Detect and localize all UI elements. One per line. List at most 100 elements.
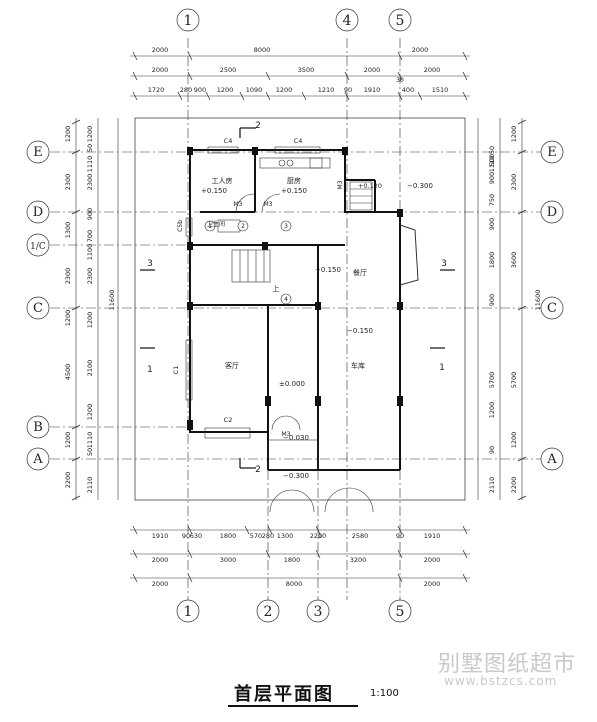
dimension-label: 220 xyxy=(310,532,322,540)
dimension-label: 90 xyxy=(182,532,190,540)
grid-label-x: 4 xyxy=(343,13,352,29)
room-label: 餐厅 xyxy=(353,268,367,277)
dimension-label: 1200 xyxy=(64,432,72,449)
dimension-label: 1200 xyxy=(86,404,94,421)
section-label: 1 xyxy=(439,363,445,373)
dimension-label: 50 xyxy=(488,146,496,154)
dimension-label: 90 xyxy=(344,86,352,94)
stair-up-label: 上 xyxy=(273,284,280,293)
dimension-label: 1720 xyxy=(148,86,165,94)
section-label: 3 xyxy=(441,259,447,269)
dimension-label: 90 xyxy=(396,532,404,540)
windows xyxy=(185,146,321,439)
section-label: 1 xyxy=(147,365,153,375)
room-label: 厨房 xyxy=(287,176,301,185)
dimension-label: 2110 xyxy=(86,477,94,494)
kitchen-fixtures xyxy=(259,157,331,169)
dimension-label: 2000 xyxy=(424,556,441,564)
dimension-label: 2580 xyxy=(352,532,369,540)
dimension-label: 3200 xyxy=(350,556,367,564)
dimension-label: 2300 xyxy=(64,268,72,285)
axis-lines xyxy=(50,38,545,600)
door-tag: M3 xyxy=(264,201,273,208)
room-label: 工人房 xyxy=(212,176,233,185)
dimension-label: 900 xyxy=(488,172,496,184)
grid-label-y: E xyxy=(33,145,43,160)
dimension-label: 900 xyxy=(194,86,206,94)
grid-label-y: B xyxy=(33,420,43,435)
dimension-label: 11600 xyxy=(108,290,116,311)
dimension-label: 1100 xyxy=(86,244,94,261)
dimension-label: 900 xyxy=(86,208,94,220)
dimension-label: 1110 xyxy=(86,156,94,173)
room-label: 车库 xyxy=(351,361,365,370)
dimension-label: 1210 xyxy=(318,86,335,94)
dimension-label: 3600 xyxy=(510,252,518,269)
dimension-label: 10 xyxy=(318,532,326,540)
door-tag-number: 1 xyxy=(208,223,212,230)
dimension-label: 2300 xyxy=(510,174,518,191)
grid-label-y: D xyxy=(33,205,43,220)
grid-label-x: 3 xyxy=(314,604,323,620)
dimension-label: 1200 xyxy=(510,126,518,143)
dimension-label: 1200 xyxy=(217,86,234,94)
dimension-label: 11600 xyxy=(534,290,542,311)
dimension-label: 400 xyxy=(402,86,414,94)
dimension-label: 700 xyxy=(86,230,94,242)
grid-label-y: A xyxy=(32,452,43,467)
entry-porch xyxy=(267,439,319,471)
grid-label-x: 5 xyxy=(396,13,405,29)
dimension-label: 2000 xyxy=(412,46,429,54)
grid-label-x: 2 xyxy=(264,604,273,620)
dimension-label: 1910 xyxy=(152,532,169,540)
dimension-label: 1200 xyxy=(488,402,496,419)
dimension-label: 1200 xyxy=(510,432,518,449)
dimension-label: 900 xyxy=(488,294,496,306)
dimension-label: 8000 xyxy=(254,46,271,54)
dimension-label: 2200 xyxy=(510,477,518,494)
dimension-label: 2000 xyxy=(424,580,441,588)
grid-label-y: A xyxy=(546,452,557,467)
bay-window xyxy=(399,224,419,286)
dimension-label: 1800 xyxy=(488,252,496,269)
grid-label-x: 5 xyxy=(396,604,405,620)
grid-label-y: E xyxy=(547,145,557,160)
dimension-label: 750 xyxy=(488,194,496,206)
dimension-label: 2200 xyxy=(64,472,72,489)
grid-label-y: C xyxy=(547,301,557,316)
grid-label-x: 1 xyxy=(184,13,193,29)
dimension-lines xyxy=(75,55,523,579)
dimension-label: 5700 xyxy=(488,372,496,389)
drawing-title: 首层平面图 xyxy=(234,684,334,705)
dimension-label: 30 xyxy=(396,77,404,84)
level-label: +0.150 xyxy=(315,266,341,274)
door-tag: M3 xyxy=(337,180,344,189)
stairs xyxy=(231,181,373,283)
dimension-label: 1910 xyxy=(424,532,441,540)
dimension-label: 500 xyxy=(488,154,496,166)
dimension-label: 8000 xyxy=(286,580,303,588)
dimension-label: 1110 xyxy=(488,156,496,173)
door-tag-number: 2 xyxy=(241,223,245,230)
drawing-scale: 1:100 xyxy=(370,688,399,699)
dimension-label: 90 xyxy=(488,446,496,454)
level-label: −0.300 xyxy=(407,182,433,190)
dimension-label: 3500 xyxy=(298,66,315,74)
window-tag: C5b xyxy=(177,220,184,232)
dimension-label: 280 xyxy=(180,86,192,94)
door-tag-number: 3 xyxy=(284,223,288,230)
section-marks xyxy=(140,127,455,469)
level-label: −0.300 xyxy=(283,472,309,480)
dimension-label: 2300 xyxy=(64,174,72,191)
dimension-label: 1910 xyxy=(364,86,381,94)
dimension-label: 5700 xyxy=(510,372,518,389)
columns xyxy=(187,147,403,430)
dimension-label: 280 xyxy=(262,532,274,540)
dimension-label: 900 xyxy=(488,218,496,230)
section-label: 3 xyxy=(147,259,153,269)
dimension-label: 1300 xyxy=(277,532,294,540)
walls xyxy=(189,149,401,471)
level-label: −0.150 xyxy=(347,327,373,335)
dimension-label: 2000 xyxy=(152,556,169,564)
dimension-label: 2000 xyxy=(364,66,381,74)
